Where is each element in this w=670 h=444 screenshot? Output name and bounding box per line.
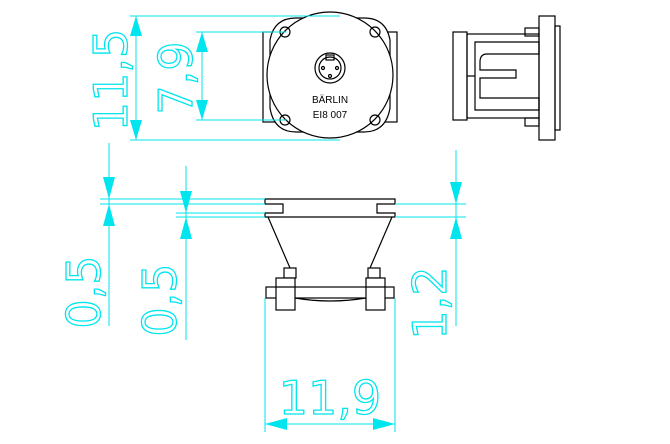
- socket-pin-left: [320, 65, 326, 71]
- mounting-hole-bottom-right: [369, 114, 381, 126]
- section-left-taper: [267, 216, 291, 269]
- dim-left-arrow-bottom: [103, 204, 115, 226]
- section-base-bottom: [294, 297, 367, 302]
- dim-left-text: 0,5: [57, 255, 111, 328]
- dim-width-text: 11,9: [279, 371, 381, 425]
- side-view: [452, 15, 561, 141]
- section-left-stud: [275, 277, 296, 311]
- part-marking-line1: BÄRLIN: [312, 94, 348, 106]
- dim-center-arrow-bottom: [180, 217, 192, 239]
- dim-total-text: 11,5: [84, 29, 138, 131]
- dim-right-text: 1,2: [403, 266, 457, 339]
- section-left-post: [283, 267, 297, 279]
- socket-key: [325, 54, 335, 61]
- dim-left-arrow-top: [103, 177, 115, 199]
- dim-total-arrow-bottom: [130, 120, 142, 140]
- dim-center-arrow-top: [180, 191, 192, 213]
- section-view: [264, 198, 396, 311]
- side-view-top-stud: [524, 27, 540, 37]
- dim-inner-arrow-bottom: [196, 100, 208, 120]
- dim-total-arrow-top: [130, 16, 142, 36]
- part-marking-line2: EI8 007: [313, 110, 348, 121]
- dim-right-arrow-top: [450, 182, 462, 204]
- section-right-stud: [365, 277, 386, 311]
- dimension-lines: 11,5 7,9 0,5 0,5 1,2 11,9: [56, 15, 466, 432]
- socket-pin-right: [334, 65, 340, 71]
- section-base: [265, 286, 395, 299]
- dim-inner-arrow-top: [196, 32, 208, 52]
- side-view-bracket-plate: [466, 33, 540, 119]
- dim-width-arrow-right: [373, 418, 395, 430]
- section-right-post: [367, 267, 381, 279]
- socket-outer-ring: [314, 52, 346, 84]
- dim-right-arrow-bottom: [450, 217, 462, 239]
- socket-pin-bottom: [327, 73, 333, 79]
- side-view-flange: [538, 15, 556, 141]
- socket-inner-ring: [318, 56, 342, 80]
- front-view: BÄRLIN EI8 007: [262, 11, 398, 139]
- section-top-plate: [264, 198, 396, 218]
- dim-inner-text: 7,9: [149, 41, 203, 114]
- side-view-bracket-cutout: [474, 41, 540, 111]
- section-right-taper: [369, 216, 393, 269]
- mounting-hole-top-right: [369, 26, 381, 38]
- side-view-bracket-back: [452, 31, 468, 121]
- dim-width-arrow-left: [265, 418, 287, 430]
- side-view-bottom-stud: [524, 117, 540, 127]
- side-view-flange-lip: [554, 25, 561, 131]
- dim-center-text: 0,5: [133, 263, 187, 336]
